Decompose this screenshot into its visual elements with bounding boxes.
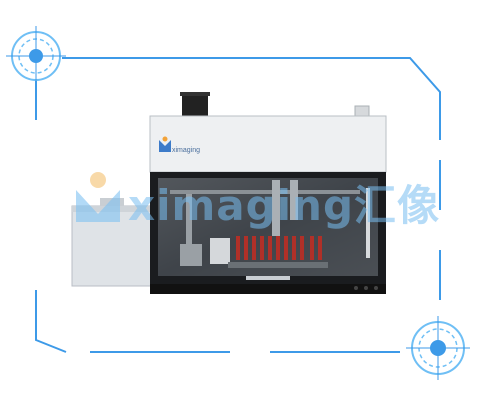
target-ring-icon xyxy=(406,316,470,380)
watermark-text: ximaging汇像 xyxy=(128,181,441,230)
hud-frame xyxy=(35,57,441,353)
device-logo-text: ximaging xyxy=(172,147,201,154)
device-body xyxy=(149,115,387,294)
watermark-logo-icon xyxy=(76,172,120,222)
target-ring-icon xyxy=(6,26,66,86)
exhaust-chimney xyxy=(182,94,208,116)
